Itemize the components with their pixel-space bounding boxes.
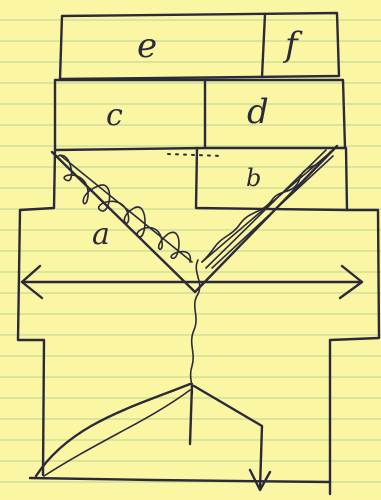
fan-line-mid (44, 390, 190, 476)
label-a: a (92, 220, 110, 250)
box-c-outline (55, 80, 205, 150)
fan-line-left (36, 384, 190, 476)
bottom-edge (30, 478, 330, 482)
label-d: d (247, 95, 269, 129)
label-e: e (137, 29, 157, 63)
left-block-outline (18, 150, 55, 475)
dotted-hint (168, 154, 222, 156)
center-vertical-line (191, 260, 200, 395)
center-stem (190, 384, 192, 444)
label-f: f (285, 28, 298, 62)
label-b: b (246, 166, 261, 190)
right-block-outline (330, 210, 379, 494)
box-e-f-divider (262, 14, 265, 77)
box-d-outline (205, 80, 345, 148)
label-c: c (106, 101, 123, 131)
spring-coil (58, 155, 190, 262)
